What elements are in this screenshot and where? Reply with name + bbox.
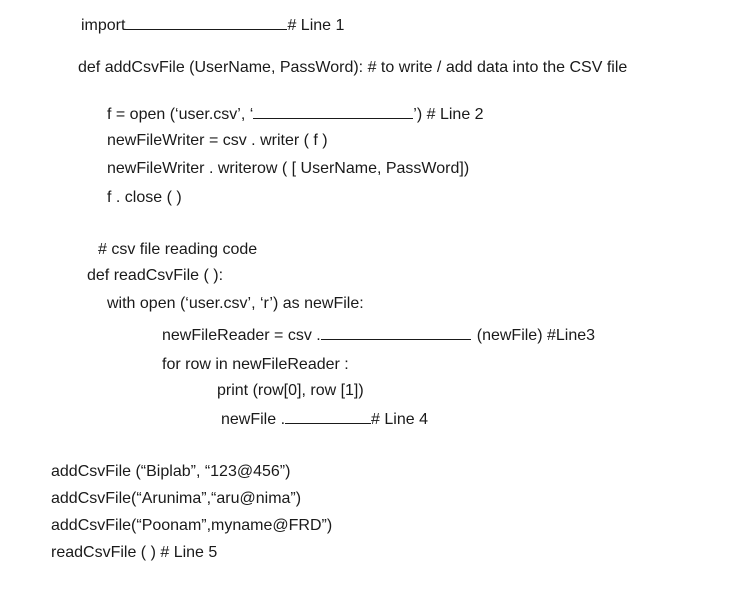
code-line-import: import # Line 1 bbox=[81, 14, 344, 34]
code-text: print (row[0], row [1]) bbox=[217, 382, 364, 399]
fill-in-blank-line-4 bbox=[285, 408, 372, 424]
code-line-comment-reading: # csv file reading code bbox=[98, 240, 257, 260]
code-comment: # Line 4 bbox=[371, 411, 428, 428]
code-line-reader: newFileReader = csv . (newFile) #Line3 bbox=[162, 324, 595, 344]
fill-in-blank-line-2 bbox=[253, 103, 414, 119]
code-line-open-file: f = open (‘user.csv’, ‘ ’) # Line 2 bbox=[107, 103, 484, 123]
code-line-call-arunima: addCsvFile(“Arunima”,“aru@nima”) bbox=[51, 489, 301, 509]
code-line-call-poonam: addCsvFile(“Poonam”,myname@FRD”) bbox=[51, 516, 332, 536]
code-text: newFileReader = csv . bbox=[162, 327, 321, 344]
code-comment: (newFile) #Line3 bbox=[476, 327, 596, 344]
code-line-def-readcsvfile: def readCsvFile ( ): bbox=[87, 266, 223, 286]
code-text: newFileWriter . writerow ( [ UserName, P… bbox=[107, 160, 470, 177]
code-text: newFile . bbox=[221, 411, 286, 428]
code-line-writer: newFileWriter = csv . writer ( f ) bbox=[107, 131, 328, 151]
code-text: readCsvFile ( ) # Line 5 bbox=[51, 544, 218, 561]
code-line-for-loop: for row in newFileReader : bbox=[162, 355, 349, 375]
code-comment: ’) # Line 2 bbox=[413, 106, 484, 123]
code-line-print: print (row[0], row [1]) bbox=[217, 381, 364, 401]
fill-in-blank-line-3 bbox=[320, 324, 471, 340]
code-line-writerow: newFileWriter . writerow ( [ UserName, P… bbox=[107, 159, 469, 179]
code-text: f . close ( ) bbox=[107, 189, 182, 206]
code-line-close: f . close ( ) bbox=[107, 188, 182, 208]
code-line-def-addcsvfile: def addCsvFile (UserName, PassWord): # t… bbox=[78, 58, 627, 78]
fill-in-blank-line-1 bbox=[125, 14, 288, 30]
code-text: with open (‘user.csv’, ‘r’) as newFile: bbox=[107, 295, 364, 312]
code-comment: # csv file reading code bbox=[98, 241, 258, 258]
code-text: newFileWriter = csv . writer ( f ) bbox=[107, 132, 328, 149]
code-text: f = open (‘user.csv’, ‘ bbox=[107, 106, 254, 123]
code-text: def readCsvFile ( ): bbox=[87, 267, 224, 284]
code-text: for row in newFileReader : bbox=[162, 356, 349, 373]
code-text: addCsvFile(“Poonam”,myname@FRD”) bbox=[51, 517, 333, 534]
code-line-call-biplab: addCsvFile (“Biplab”, “123@456”) bbox=[51, 462, 290, 482]
code-line-with-open: with open (‘user.csv’, ‘r’) as newFile: bbox=[107, 294, 364, 314]
code-line-newfile: newFile . # Line 4 bbox=[221, 408, 428, 428]
code-text: addCsvFile(“Arunima”,“aru@nima”) bbox=[51, 490, 302, 507]
code-text: import bbox=[81, 17, 126, 34]
code-line-call-read: readCsvFile ( ) # Line 5 bbox=[51, 543, 217, 563]
code-comment: # Line 1 bbox=[287, 17, 345, 34]
code-text: addCsvFile (“Biplab”, “123@456”) bbox=[51, 463, 291, 480]
code-text: def addCsvFile (UserName, PassWord): # t… bbox=[78, 59, 628, 76]
